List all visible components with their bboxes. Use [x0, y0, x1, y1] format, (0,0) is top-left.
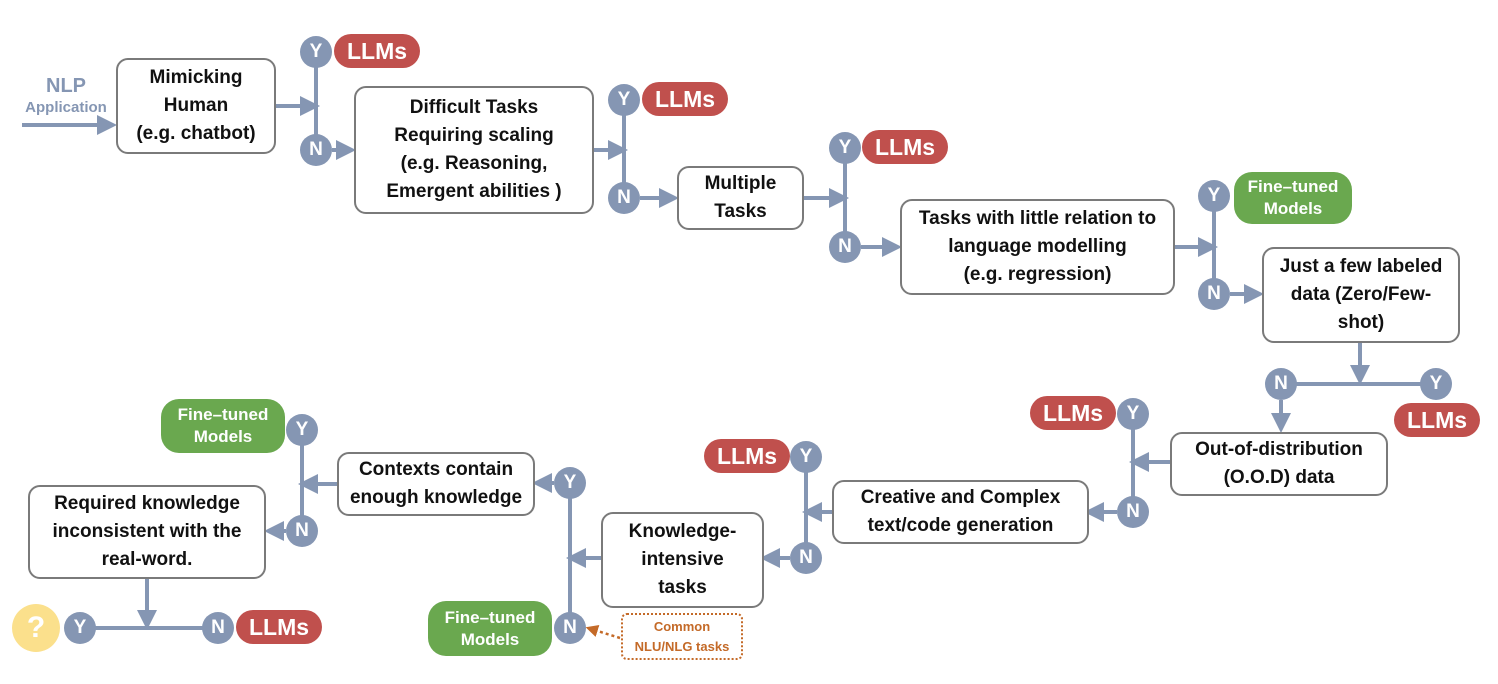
no-circle-7: N: [790, 542, 822, 574]
llms-badge-5: LLMs: [1394, 403, 1480, 437]
node-mimicking-human: Mimicking Human (e.g. chatbot): [116, 58, 276, 154]
no-circle-4: N: [1198, 278, 1230, 310]
no-circle-2: N: [608, 182, 640, 214]
fine-tuned-badge-8: Fine–tuned Models: [428, 601, 552, 656]
llms-badge-2: LLMs: [642, 82, 728, 116]
yes-circle-2: Y: [608, 84, 640, 116]
start-title: NLP: [46, 75, 86, 97]
yes-circle-7: Y: [790, 441, 822, 473]
yes-circle-9: Y: [286, 414, 318, 446]
node-ood: Out-of-distribution (O.O.D) data: [1170, 432, 1388, 496]
no-circle-6: N: [1117, 496, 1149, 528]
no-circle-5: N: [1265, 368, 1297, 400]
llms-badge-6: LLMs: [1030, 396, 1116, 430]
node-multiple-tasks: Multiple Tasks: [677, 166, 804, 230]
llms-badge-7: LLMs: [704, 439, 790, 473]
node-contexts: Contexts contain enough knowledge: [337, 452, 535, 516]
no-circle-1: N: [300, 134, 332, 166]
node-little-relation: Tasks with little relation to language m…: [900, 199, 1175, 295]
unknown-outcome-icon: ?: [12, 604, 60, 652]
no-circle-9: N: [286, 515, 318, 547]
fine-tuned-badge-9: Fine–tuned Models: [161, 399, 285, 453]
no-circle-10: N: [202, 612, 234, 644]
common-tasks-note: Common NLU/NLG tasks: [621, 613, 743, 660]
yes-circle-1: Y: [300, 36, 332, 68]
start-subtitle: Application: [25, 99, 107, 116]
fine-tuned-badge-4: Fine–tuned Models: [1234, 172, 1352, 224]
llms-badge-1: LLMs: [334, 34, 420, 68]
node-knowledge-intensive: Knowledge- intensive tasks: [601, 512, 764, 608]
no-circle-8: N: [554, 612, 586, 644]
yes-circle-3: Y: [829, 132, 861, 164]
no-circle-3: N: [829, 231, 861, 263]
yes-circle-8: Y: [554, 467, 586, 499]
node-creative: Creative and Complex text/code generatio…: [832, 480, 1089, 544]
llms-badge-3: LLMs: [862, 130, 948, 164]
node-required-knowledge: Required knowledge inconsistent with the…: [28, 485, 266, 579]
nlp-application-label: NLP Application: [18, 74, 114, 118]
yes-circle-4: Y: [1198, 180, 1230, 212]
yes-circle-5: Y: [1420, 368, 1452, 400]
yes-circle-6: Y: [1117, 398, 1149, 430]
yes-circle-10: Y: [64, 612, 96, 644]
node-difficult-tasks: Difficult Tasks Requiring scaling (e.g. …: [354, 86, 594, 214]
node-few-labeled: Just a few labeled data (Zero/Few- shot): [1262, 247, 1460, 343]
llms-badge-10: LLMs: [236, 610, 322, 644]
